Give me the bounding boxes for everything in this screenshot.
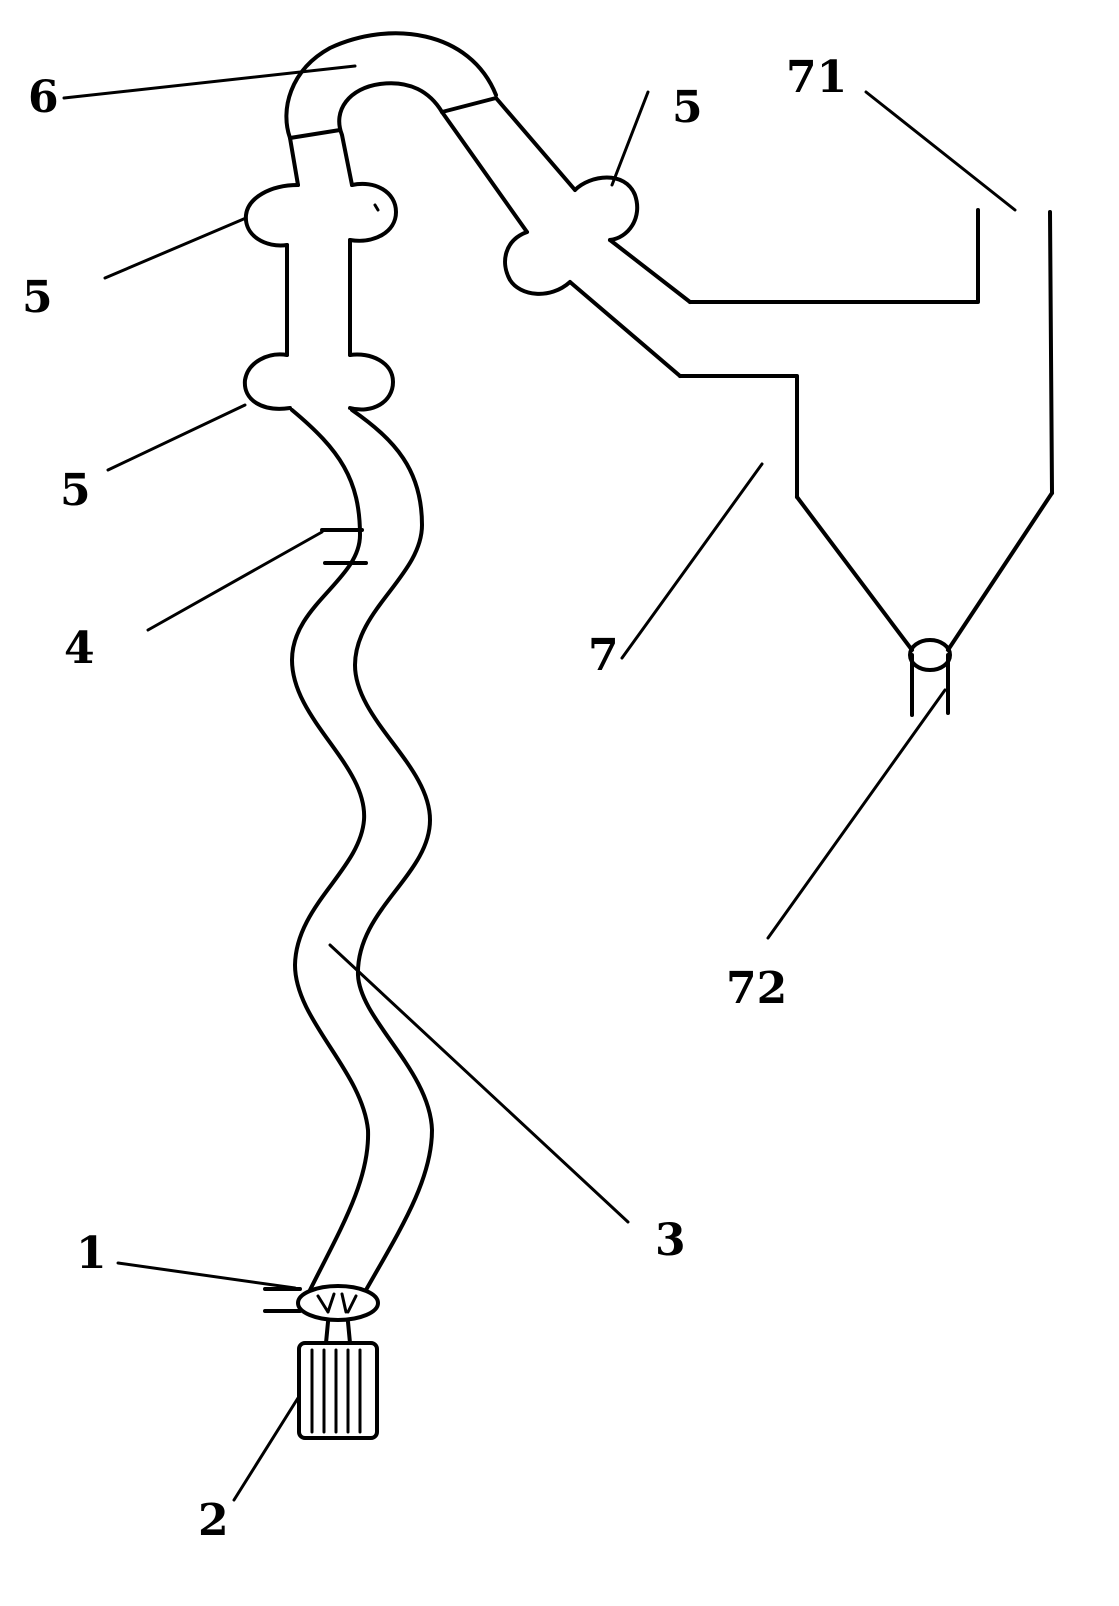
impeller [263, 1284, 380, 1322]
label-5-lower: 5 [60, 465, 91, 516]
label-1: 1 [76, 1228, 107, 1279]
serpentine-pipe [290, 408, 434, 1292]
label-7: 7 [588, 630, 619, 681]
descending-pipe [440, 96, 692, 378]
discharge-valve [908, 638, 952, 717]
separator [678, 208, 1054, 652]
label-3: 3 [655, 1215, 686, 1266]
motor [297, 1320, 379, 1440]
label-72: 72 [726, 963, 787, 1014]
label-5-upper: 5 [22, 272, 53, 323]
vertical-pipe [285, 238, 352, 357]
label-4: 4 [64, 623, 95, 674]
label-2: 2 [198, 1495, 229, 1546]
label-71: 71 [786, 52, 847, 103]
lower-chamber [242, 352, 395, 412]
leader-lines [62, 64, 1017, 1502]
inlet-valve [320, 528, 368, 565]
label-5-right: 5 [672, 82, 703, 133]
upper-left-chamber [243, 181, 398, 248]
u-bend [284, 31, 498, 187]
label-6: 6 [28, 72, 59, 123]
